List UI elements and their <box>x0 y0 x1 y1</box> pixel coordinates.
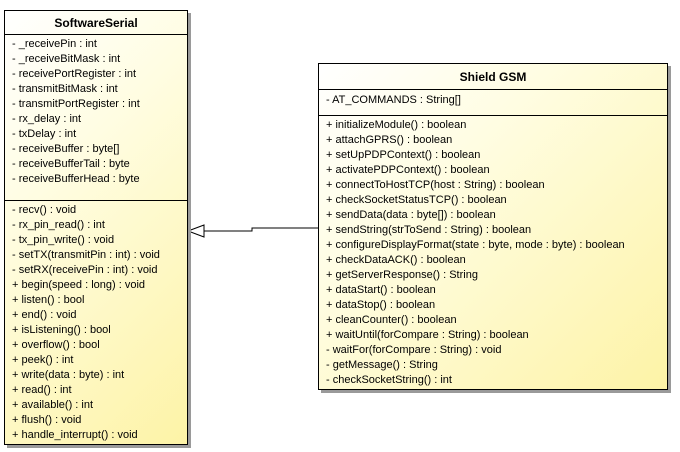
operation-item: + overflow() : bool <box>12 339 100 351</box>
attribute-item: - rx_delay : int <box>12 113 82 125</box>
attribute-item: - _receivePin : int <box>12 38 97 50</box>
class-name: SoftwareSerial <box>5 11 187 35</box>
attributes-section: - AT_COMMANDS : String[] <box>319 90 667 116</box>
operation-item: + dataStart() : boolean <box>326 284 436 296</box>
operation-item: + checkSocketStatusTCP() : boolean <box>326 194 507 206</box>
operation-item: + end() : void <box>12 309 77 321</box>
operation-item: - setRX(receivePin : int) : void <box>12 264 158 276</box>
operation-item: + sendString(strToSend : String) : boole… <box>326 224 532 236</box>
operation-item: + write(data : byte) : int <box>12 369 125 381</box>
operation-item: + setUpPDPContext() : boolean <box>326 149 481 161</box>
operation-item: + begin(speed : long) : void <box>12 279 146 291</box>
class-name: Shield GSM <box>319 64 667 90</box>
attribute-item: - txDelay : int <box>12 128 77 140</box>
class-shield-gsm[interactable]: Shield GSM - AT_COMMANDS : String[] + in… <box>318 63 668 390</box>
operations-section: + initializeModule() : boolean + attachGP… <box>319 116 667 391</box>
operation-item: - rx_pin_read() : int <box>12 219 105 231</box>
operation-item: + sendData(data : byte[]) : boolean <box>326 209 496 221</box>
attribute-item: - transmitBitMask : int <box>12 83 118 95</box>
operation-item: - recv() : void <box>12 204 77 216</box>
operation-item: + listen() : bool <box>12 294 85 306</box>
operation-item: + initializeModule() : boolean <box>326 119 467 131</box>
operation-item: - setTX(transmitPin : int) : void <box>12 249 160 261</box>
operation-item: + dataStop() : boolean <box>326 299 436 311</box>
operation-item: + activatePDPContext() : boolean <box>326 164 490 176</box>
operation-item: + checkDataACK() : boolean <box>326 254 466 266</box>
operation-item: - tx_pin_write() : void <box>12 234 115 246</box>
operation-item: + flush() : void <box>12 414 82 426</box>
operation-item: + read() : int <box>12 384 72 396</box>
operation-item: - getMessage() : String <box>326 359 438 371</box>
operation-item: + waitUntil(forCompare : String) : boole… <box>326 329 529 341</box>
attributes-section: - _receivePin : int - _receiveBitMask : i… <box>5 35 187 201</box>
attribute-item: - receiveBufferTail : byte <box>12 158 130 170</box>
operation-item: + connectToHostTCP(host : String) : bool… <box>326 179 545 191</box>
operation-item: + getServerResponse() : String <box>326 269 478 281</box>
generalization-line <box>204 227 318 232</box>
operation-item: + configureDisplayFormat(state : byte, m… <box>326 239 625 251</box>
attribute-item: - _receiveBitMask : int <box>12 53 121 65</box>
generalization-arrowhead <box>186 224 205 238</box>
class-software-serial[interactable]: SoftwareSerial - _receivePin : int- _rec… <box>4 10 188 445</box>
operation-item: + attachGPRS() : boolean <box>326 134 453 146</box>
attribute-item: - transmitPortRegister : int <box>12 98 140 110</box>
attribute-item: - receiveBuffer : byte[] <box>12 143 120 155</box>
operation-item: + available() : int <box>12 399 94 411</box>
attribute-item: - receiveBufferHead : byte <box>12 173 140 185</box>
operation-item: - waitFor(forCompare : String) : void <box>326 344 502 356</box>
operation-item: + handle_interrupt() : void <box>12 429 138 441</box>
operation-item: + isListening() : bool <box>12 324 111 336</box>
operation-item: + cleanCounter() : boolean <box>326 314 457 326</box>
attribute-item: - receivePortRegister : int <box>12 68 137 80</box>
attribute-item: - AT_COMMANDS : String[] <box>326 94 461 106</box>
operation-item: + peek() : int <box>12 354 74 366</box>
operations-section: - recv() : void - rx_pin_read() : int - tx… <box>5 201 187 446</box>
operation-item: - checkSocketString() : int <box>326 374 452 386</box>
